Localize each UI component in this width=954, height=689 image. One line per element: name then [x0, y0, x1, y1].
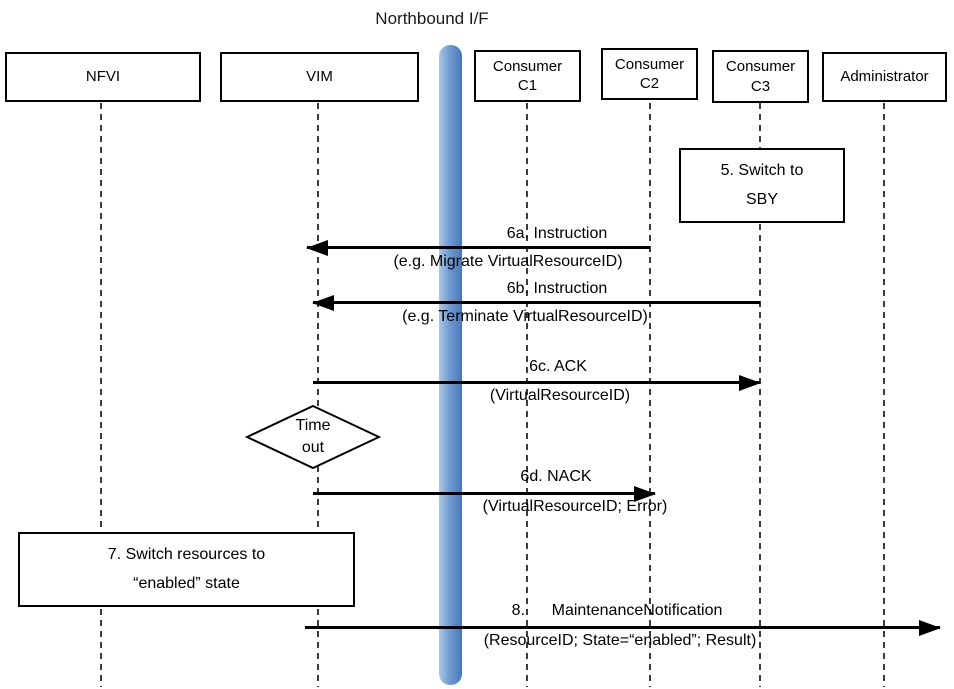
arrowhead-left-icon — [306, 239, 328, 256]
lifeline-administrator — [883, 103, 885, 687]
actor-nfvi: NFVI — [5, 52, 201, 102]
actor-consumer-c1-line2: C1 — [517, 77, 538, 94]
message-6c-label: 6c. ACK — [529, 358, 587, 375]
message-6d-arrow — [313, 485, 656, 502]
note-switch-resources-line2: “enabled” state — [133, 574, 240, 592]
arrowhead-right-icon — [739, 374, 761, 391]
message-6a-arrow — [306, 239, 650, 256]
timeout-line2: out — [301, 439, 325, 456]
message-8-params: (ResourceID; State=“enabled”; Result) — [483, 632, 757, 649]
diagram-title: Northbound I/F — [375, 9, 489, 28]
timeout-line1: Time — [295, 417, 331, 435]
actor-consumer-c1-line1: Consumer — [492, 57, 563, 75]
diamond-shape-icon — [245, 404, 381, 470]
actor-vim: VIM — [220, 52, 419, 102]
actor-consumer-c2-line2: C2 — [639, 75, 660, 92]
message-8-label: 8. MaintenanceNotification — [511, 602, 723, 619]
actor-consumer-c3-line1: Consumer — [725, 58, 796, 75]
lifeline-consumer-c2 — [649, 103, 651, 687]
note-switch-to-sby-line2: SBY — [745, 190, 778, 208]
actor-consumer-c2: Consumer C2 — [601, 48, 698, 100]
message-6d-label: 6d. NACK — [520, 468, 592, 485]
lifeline-consumer-c1 — [526, 103, 528, 687]
message-6b-arrow — [312, 294, 760, 311]
actor-consumer-c3: Consumer C3 — [712, 50, 809, 103]
actor-consumer-c2-line1: Consumer — [614, 55, 685, 73]
actor-administrator-label: Administrator — [840, 68, 929, 86]
note-switch-resources-line1: 7. Switch resources to — [107, 545, 266, 563]
actor-nfvi-label: NFVI — [85, 68, 121, 86]
lifeline-nfvi — [100, 103, 102, 687]
note-switch-to-sby: 5. Switch to SBY — [679, 148, 845, 223]
timeout-diamond: Time out — [245, 404, 381, 470]
arrowhead-right-icon — [919, 619, 941, 636]
message-6c-params: (VirtualResourceID) — [489, 387, 631, 404]
northbound-interface-bar — [439, 45, 462, 685]
actor-administrator: Administrator — [822, 52, 947, 102]
note-switch-to-sby-line1: 5. Switch to — [720, 161, 804, 179]
message-6c-arrow — [313, 374, 761, 391]
actor-vim-label: VIM — [306, 68, 333, 86]
message-6b-label: 6b. Instruction — [506, 280, 608, 297]
actor-consumer-c3-line2: C3 — [750, 77, 771, 95]
arrowhead-left-icon — [312, 294, 334, 311]
actor-consumer-c1: Consumer C1 — [474, 50, 581, 102]
arrowhead-right-icon — [634, 485, 656, 502]
message-6b-params: (e.g. Terminate VirtualResourceID) — [402, 308, 648, 325]
timeout-text: Time out — [245, 404, 381, 470]
lifeline-consumer-c3 — [759, 103, 761, 687]
message-8-arrow — [305, 619, 941, 636]
message-6a-label: 6a. Instruction — [506, 225, 608, 242]
lifeline-vim — [317, 103, 319, 687]
message-6d-params: (VirtualResourceID; Error) — [482, 498, 668, 515]
note-switch-resources-enabled: 7. Switch resources to “enabled” state — [18, 532, 355, 607]
message-6a-params: (e.g. Migrate VirtualResourceID) — [393, 253, 623, 270]
